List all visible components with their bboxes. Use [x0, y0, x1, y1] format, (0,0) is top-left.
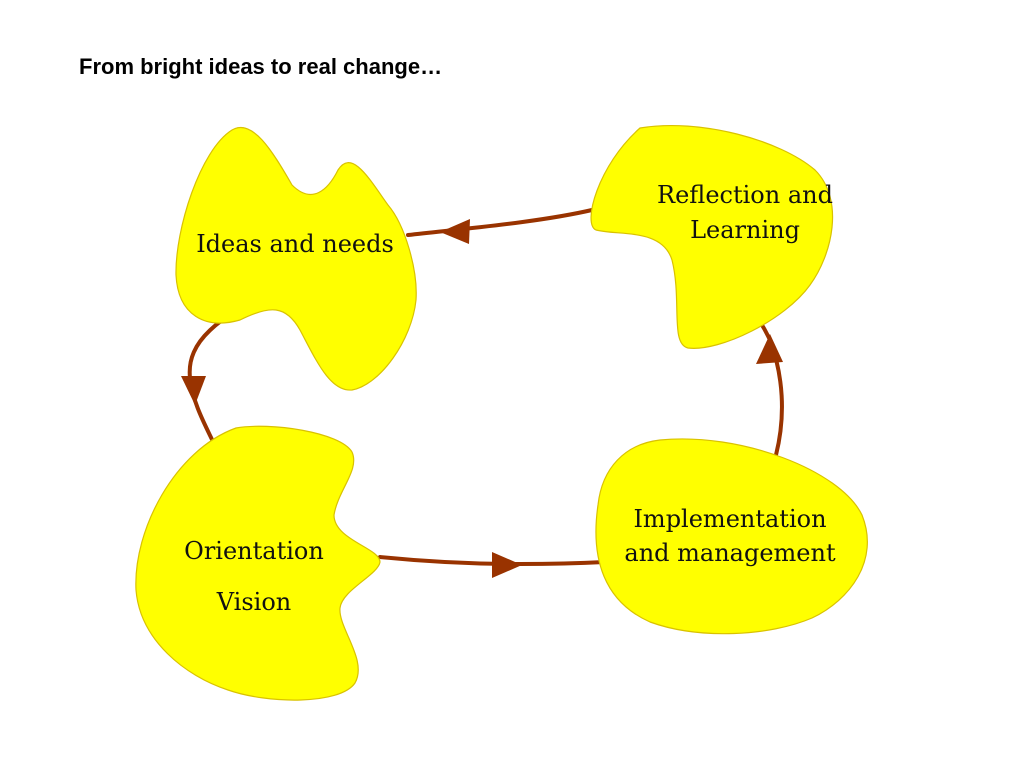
- arrowhead-implementation-to-reflection: [756, 334, 783, 364]
- node-orientation: Orientation Vision: [135, 425, 381, 701]
- orientation-label-line1: Orientation: [184, 537, 324, 565]
- reflection-label-line1: Reflection and: [657, 181, 833, 209]
- connector-orientation-to-implementation: [378, 555, 607, 567]
- orientation-blob: [135, 425, 381, 701]
- reflection-blob: [590, 125, 834, 349]
- ideas-label: Ideas and needs: [196, 230, 394, 258]
- arrowhead-orientation-to-implementation: [492, 552, 522, 578]
- node-implementation: Implementation and management: [595, 438, 868, 635]
- arrowhead-ideas-to-orientation: [181, 376, 206, 405]
- reflection-label-line2: Learning: [690, 216, 800, 244]
- node-ideas: Ideas and needs: [175, 126, 417, 391]
- orientation-label-line2: Vision: [216, 588, 291, 616]
- implementation-label-line2: and management: [624, 539, 836, 567]
- slide-title: From bright ideas to real change…: [79, 54, 443, 79]
- connector-reflection-to-ideas: [406, 208, 594, 237]
- implementation-label-line1: Implementation: [633, 505, 826, 533]
- node-reflection: Reflection and Learning: [590, 125, 834, 349]
- implementation-blob: [595, 438, 868, 635]
- ideas-blob: [175, 126, 417, 391]
- arrowhead-reflection-to-ideas: [440, 219, 470, 244]
